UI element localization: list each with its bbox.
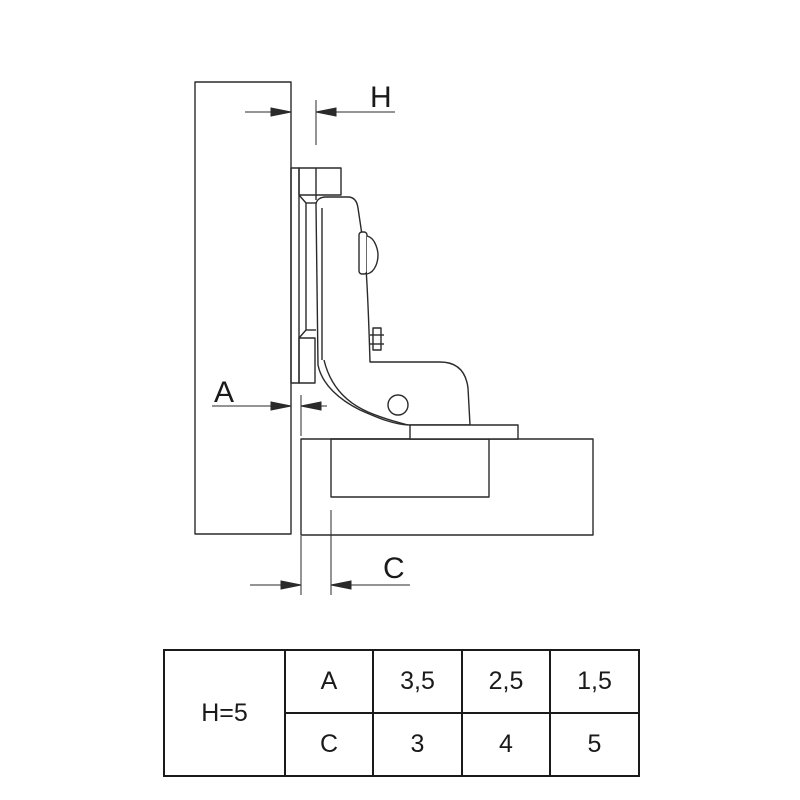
dimension-c	[250, 510, 410, 595]
value-cell: 5	[549, 712, 640, 777]
value-cell: 1,5	[549, 649, 640, 714]
dimension-h	[245, 100, 395, 145]
hinge-cup-rim	[409, 424, 519, 440]
label-h: H	[370, 81, 392, 114]
value-cell: 4	[461, 712, 551, 777]
dimension-a	[212, 395, 327, 436]
cabinet-side-panel	[194, 81, 292, 535]
value-cell: 3,5	[372, 649, 463, 714]
clip-detail	[370, 327, 384, 351]
label-c: C	[383, 552, 405, 585]
param-c-cell: C	[284, 712, 374, 777]
param-a-cell: A	[284, 649, 374, 714]
dimension-table: H=5 A 3,5 2,5 1,5 C 3 4 5	[163, 649, 640, 777]
value-cell: 3	[372, 712, 463, 777]
pivot-pin	[387, 394, 409, 416]
condition-cell: H=5	[163, 649, 286, 777]
hinge-arm	[315, 196, 471, 426]
hinge-technical-drawing: H A C	[194, 81, 594, 595]
adjustment-screw	[358, 231, 379, 275]
value-cell: 2,5	[461, 649, 551, 714]
label-a: A	[214, 376, 234, 409]
mounting-plate	[290, 167, 342, 384]
door-panel	[300, 438, 594, 536]
